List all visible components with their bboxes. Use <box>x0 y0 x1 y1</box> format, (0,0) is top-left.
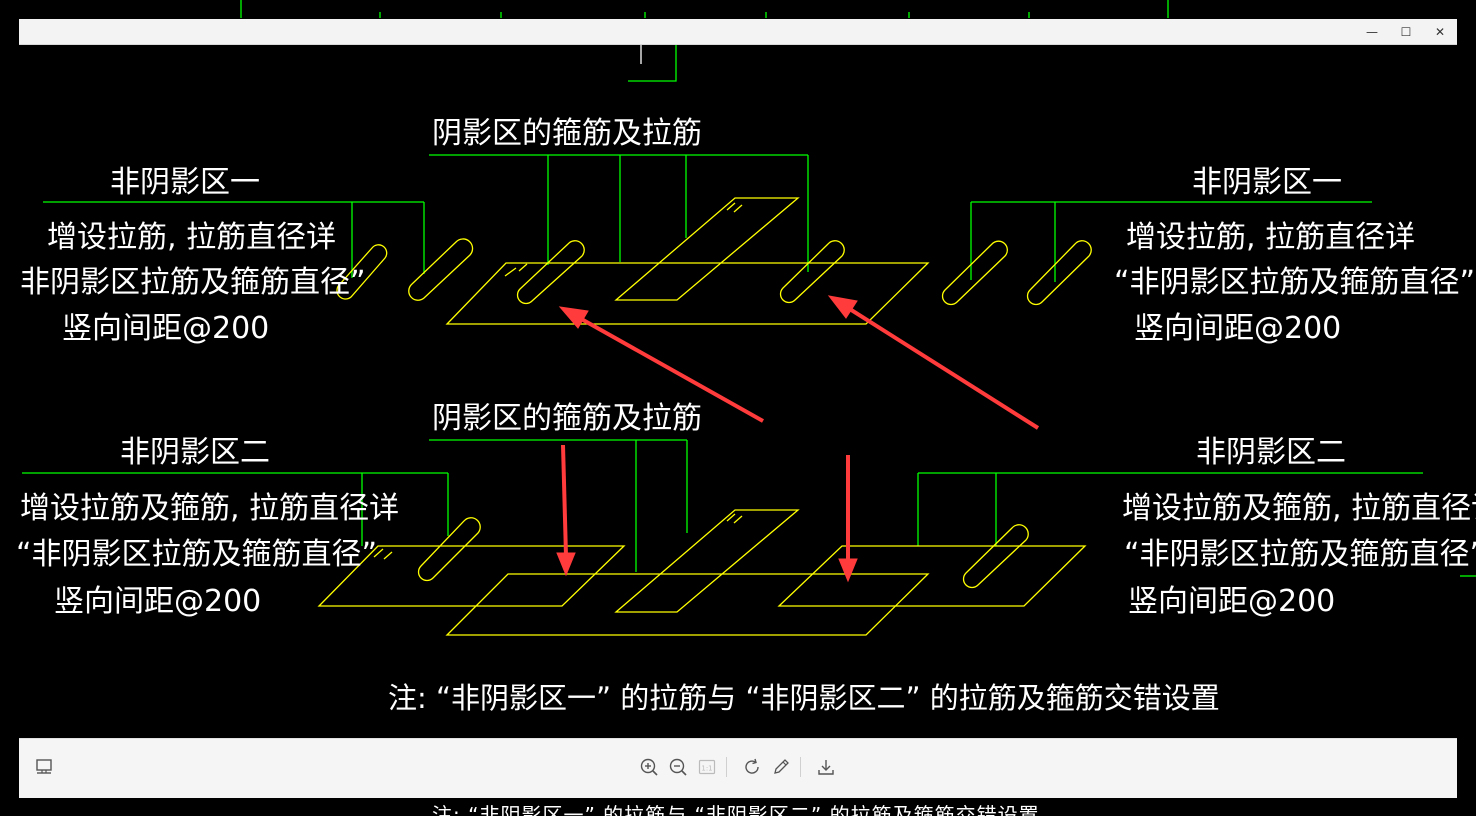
bottom-left-note-line3: 竖向间距@200 <box>54 584 261 619</box>
top-right-region-title: 非阴影区一 <box>1192 165 1342 200</box>
top-tie-2 <box>408 238 474 301</box>
toolbar-divider <box>726 757 727 777</box>
bottom-stirrup-wide <box>445 573 930 636</box>
drawing-footnote: 注: “非阴影区一” 的拉筋与 “非阴影区二” 的拉筋及箍筋交错设置 <box>388 681 1220 715</box>
actual-size-button[interactable]: 1:1 <box>695 755 719 779</box>
bottom-left-note-line2: “非阴影区拉筋及箍筋直径” <box>16 537 377 572</box>
zoom-in-icon <box>640 758 658 776</box>
edit-icon <box>774 759 789 774</box>
top-stirrup-narrow <box>614 197 800 301</box>
bottom-group-leaders <box>22 439 1423 572</box>
top-right-note-line2: “非阴影区拉筋及箍筋直径” <box>1114 265 1475 300</box>
annotation-arrows <box>556 295 1040 583</box>
bottom-group-rebar <box>317 509 1087 636</box>
maximize-button[interactable]: ☐ <box>1389 19 1423 44</box>
thumbnail-icon <box>36 759 52 774</box>
top-group-rebar <box>336 197 1092 325</box>
top-left-note-line1: 增设拉筋, 拉筋直径详 <box>47 220 336 255</box>
top-left-note-line3: 竖向间距@200 <box>62 311 269 346</box>
top-shadow-label: 阴影区的箍筋及拉筋 <box>432 116 702 151</box>
bottom-left-note-line1: 增设拉筋及箍筋, 拉筋直径详 <box>20 491 399 526</box>
minimize-icon: — <box>1366 24 1378 39</box>
minimize-button[interactable]: — <box>1355 19 1389 44</box>
arrow-head-4 <box>838 558 858 583</box>
top-tie-1 <box>336 244 388 300</box>
edit-button[interactable] <box>769 755 793 779</box>
top-edge-leaders <box>240 0 1476 577</box>
close-button[interactable]: ✕ <box>1423 19 1457 44</box>
download-button[interactable] <box>814 755 838 779</box>
top-right-note-line3: 竖向间距@200 <box>1134 311 1341 346</box>
bottom-left-region-title: 非阴影区二 <box>120 435 270 470</box>
bottom-tie-1 <box>417 517 481 582</box>
bottom-right-region-title: 非阴影区二 <box>1196 435 1346 470</box>
top-right-note-line1: 增设拉筋, 拉筋直径详 <box>1126 220 1415 255</box>
bottom-right-note-line1: 增设拉筋及箍筋, 拉筋直径详 <box>1122 491 1476 526</box>
top-left-region-title: 非阴影区一 <box>110 165 260 200</box>
zoom-out-button[interactable] <box>666 755 690 779</box>
bottom-stirrup-right <box>777 545 1087 607</box>
bottom-right-note-line3: 竖向间距@200 <box>1128 584 1335 619</box>
top-tie-3 <box>516 240 585 305</box>
actual-size-label: 1:1 <box>701 765 712 773</box>
rotate-button[interactable] <box>740 755 764 779</box>
rotate-icon <box>745 758 759 774</box>
zoom-out-icon <box>669 758 687 776</box>
actual-size-icon: 1:1 <box>698 759 716 775</box>
bottom-stirrup-narrow <box>614 509 800 613</box>
zoom-in-button[interactable] <box>637 755 661 779</box>
arrow-head-1 <box>558 306 589 329</box>
bottom-right-note-line2: “非阴影区拉筋及箍筋直径” <box>1124 537 1476 572</box>
top-tie-6 <box>1026 240 1092 306</box>
download-icon <box>818 760 834 775</box>
bottom-shadow-label: 阴影区的箍筋及拉筋 <box>432 401 702 436</box>
top-tie-4 <box>779 240 845 304</box>
thumbnail-button[interactable] <box>32 755 56 779</box>
top-stirrup-wide <box>445 262 930 325</box>
close-icon: ✕ <box>1434 24 1446 39</box>
top-left-note-line2: 非阴影区拉筋及箍筋直径” <box>20 265 366 300</box>
top-tie-5 <box>941 240 1008 306</box>
background-caption: 注: “非阴影区一” 的拉筋与 “非阴影区二” 的拉筋及箍筋交错设置 <box>432 803 1040 816</box>
bottom-stirrup-left <box>317 545 626 607</box>
viewer-toolbar: 1:1 <box>19 738 1457 798</box>
bottom-tie-2 <box>962 524 1029 589</box>
maximize-icon: ☐ <box>1400 24 1412 39</box>
top-group-leaders <box>43 154 1372 282</box>
arrow-head-2 <box>827 295 858 319</box>
window-titlebar: — ☐ ✕ <box>19 19 1457 45</box>
arrow-head-3 <box>556 552 576 577</box>
toolbar-divider <box>800 757 801 777</box>
